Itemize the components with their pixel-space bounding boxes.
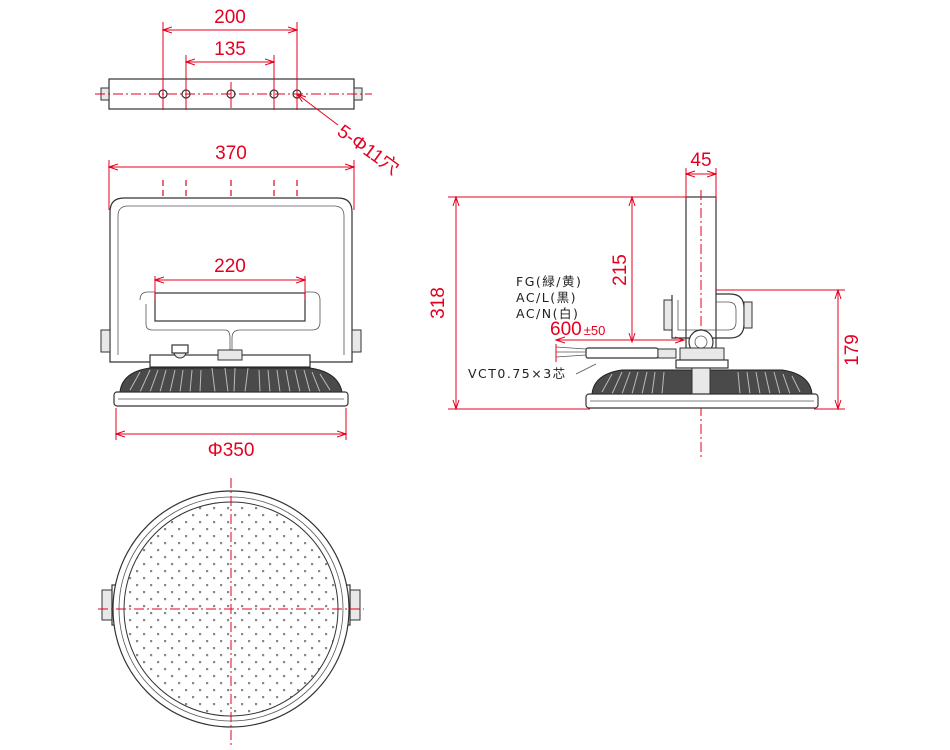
wire-label-acn: AC/N(白) — [516, 306, 579, 321]
dim-600: 600±50 — [550, 319, 605, 340]
side-view: 45 318 215 179 — [428, 150, 863, 458]
wire-label-acl: AC/L(黒) — [516, 290, 577, 305]
top-view: 200 135 5-Φ11穴 — [95, 7, 403, 180]
dim-215: 215 — [610, 254, 631, 286]
dim-200: 200 — [214, 7, 246, 28]
front-view: 370 220 — [100, 143, 362, 461]
dim-45: 45 — [690, 150, 711, 171]
dim-179: 179 — [842, 334, 863, 366]
knob-right — [351, 329, 362, 353]
power-cable — [585, 347, 659, 359]
dim-370: 370 — [215, 143, 247, 164]
bottom-knob-right — [349, 589, 361, 621]
cable-spec: VCT0.75×3芯 — [468, 366, 567, 381]
knob-left — [100, 329, 111, 353]
bottom-knob-left — [101, 589, 113, 621]
dim-phi350: Φ350 — [208, 440, 255, 461]
wire-label-fg: FG(緑/黄) — [516, 274, 582, 289]
dim-318: 318 — [428, 287, 449, 319]
dim-135: 135 — [214, 39, 246, 60]
driver-box — [154, 292, 306, 322]
hole-callout: 5-Φ11穴 — [333, 120, 403, 179]
bottom-view — [98, 478, 364, 745]
dim-220: 220 — [214, 256, 246, 277]
